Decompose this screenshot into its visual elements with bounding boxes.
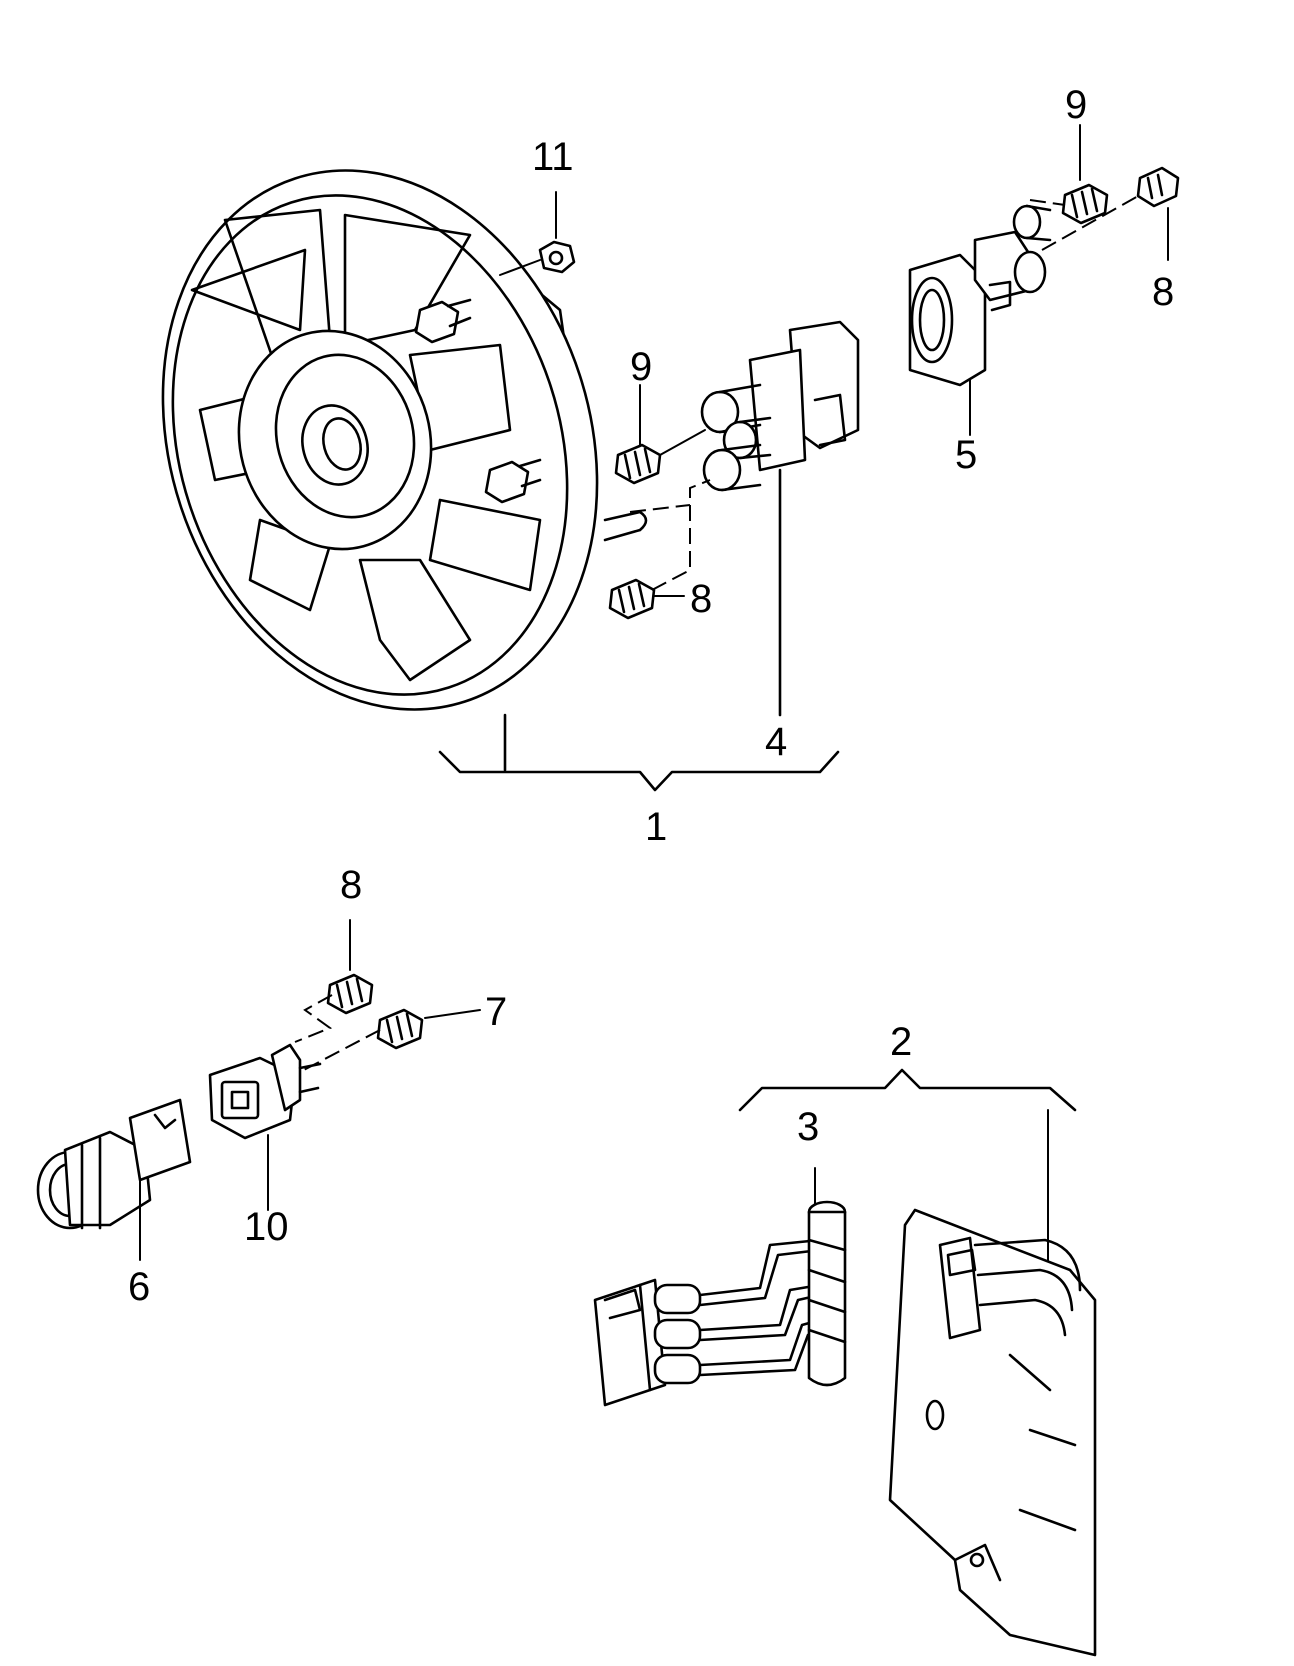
- wiring-harness: [593, 1200, 847, 1407]
- callout-5: 5: [955, 433, 977, 477]
- callout-3: 3: [797, 1105, 819, 1149]
- terminal-pin: [1136, 166, 1180, 261]
- terminal-pin: [326, 919, 374, 1015]
- connector-housing: [208, 1043, 322, 1211]
- callout-8: 8: [1152, 270, 1174, 314]
- callout-9: 9: [630, 345, 652, 389]
- bolt: [414, 298, 472, 344]
- callout-6: 6: [128, 1265, 150, 1309]
- callout-9: 9: [1065, 83, 1087, 127]
- callout-10: 10: [244, 1205, 289, 1249]
- callout-4: 4: [765, 720, 787, 764]
- terminal-pin: [614, 429, 706, 485]
- thermo-switch: [36, 1098, 192, 1261]
- callout-2: 2: [890, 1020, 912, 1064]
- nut: [499, 191, 576, 276]
- callout-11: 11: [532, 135, 574, 179]
- radiator-fan: [161, 169, 648, 711]
- callout-8: 8: [340, 863, 362, 907]
- terminal-pin: [608, 578, 685, 620]
- callout-8: 8: [690, 577, 712, 621]
- connector-housing: [700, 320, 860, 492]
- terminal-pin: [376, 1008, 481, 1050]
- callout-1: 1: [645, 805, 667, 849]
- callout-7: 7: [485, 990, 507, 1034]
- connector-housing: [908, 204, 1052, 387]
- control-unit: [888, 1208, 1097, 1657]
- terminal-pin: [1061, 124, 1109, 225]
- bolt: [484, 458, 542, 504]
